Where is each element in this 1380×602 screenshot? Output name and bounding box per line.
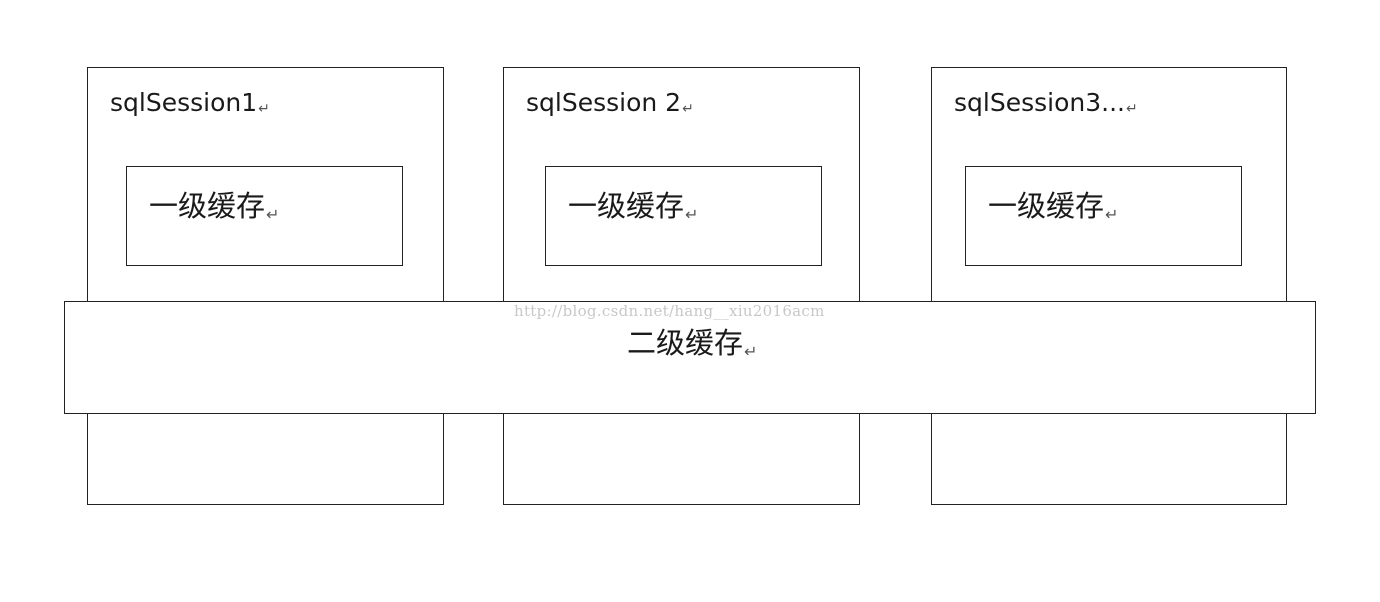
return-mark-icon: ↵	[744, 342, 758, 361]
return-mark-icon: ↵	[266, 205, 280, 224]
return-mark-icon: ↵	[682, 101, 694, 117]
watermark-text: http://blog.csdn.net/hang__xiu2016acm	[514, 302, 825, 320]
first-level-cache-2-box: 一级缓存↵	[545, 166, 822, 266]
second-level-cache-box: 二级缓存↵	[64, 301, 1316, 414]
return-mark-icon: ↵	[685, 205, 699, 224]
sql-session-3-title: sqlSession3...↵	[954, 88, 1138, 117]
first-level-cache-2-label: 一级缓存↵	[568, 189, 699, 224]
sql-session-2-title: sqlSession 2↵	[526, 88, 694, 117]
sql-session-2-box: sqlSession 2↵ 一级缓存↵	[503, 67, 860, 505]
return-mark-icon: ↵	[258, 101, 270, 117]
return-mark-icon: ↵	[1125, 101, 1138, 117]
second-level-cache-label: 二级缓存↵	[627, 326, 758, 361]
first-level-cache-1-box: 一级缓存↵	[126, 166, 403, 266]
return-mark-icon: ↵	[1105, 205, 1119, 224]
first-level-cache-3-label: 一级缓存↵	[988, 189, 1119, 224]
sql-session-1-title: sqlSession1↵	[110, 88, 270, 117]
first-level-cache-1-label: 一级缓存↵	[149, 189, 280, 224]
sql-session-3-box: sqlSession3...↵ 一级缓存↵	[931, 67, 1287, 505]
first-level-cache-3-box: 一级缓存↵	[965, 166, 1242, 266]
sql-session-1-box: sqlSession1↵ 一级缓存↵	[87, 67, 444, 505]
